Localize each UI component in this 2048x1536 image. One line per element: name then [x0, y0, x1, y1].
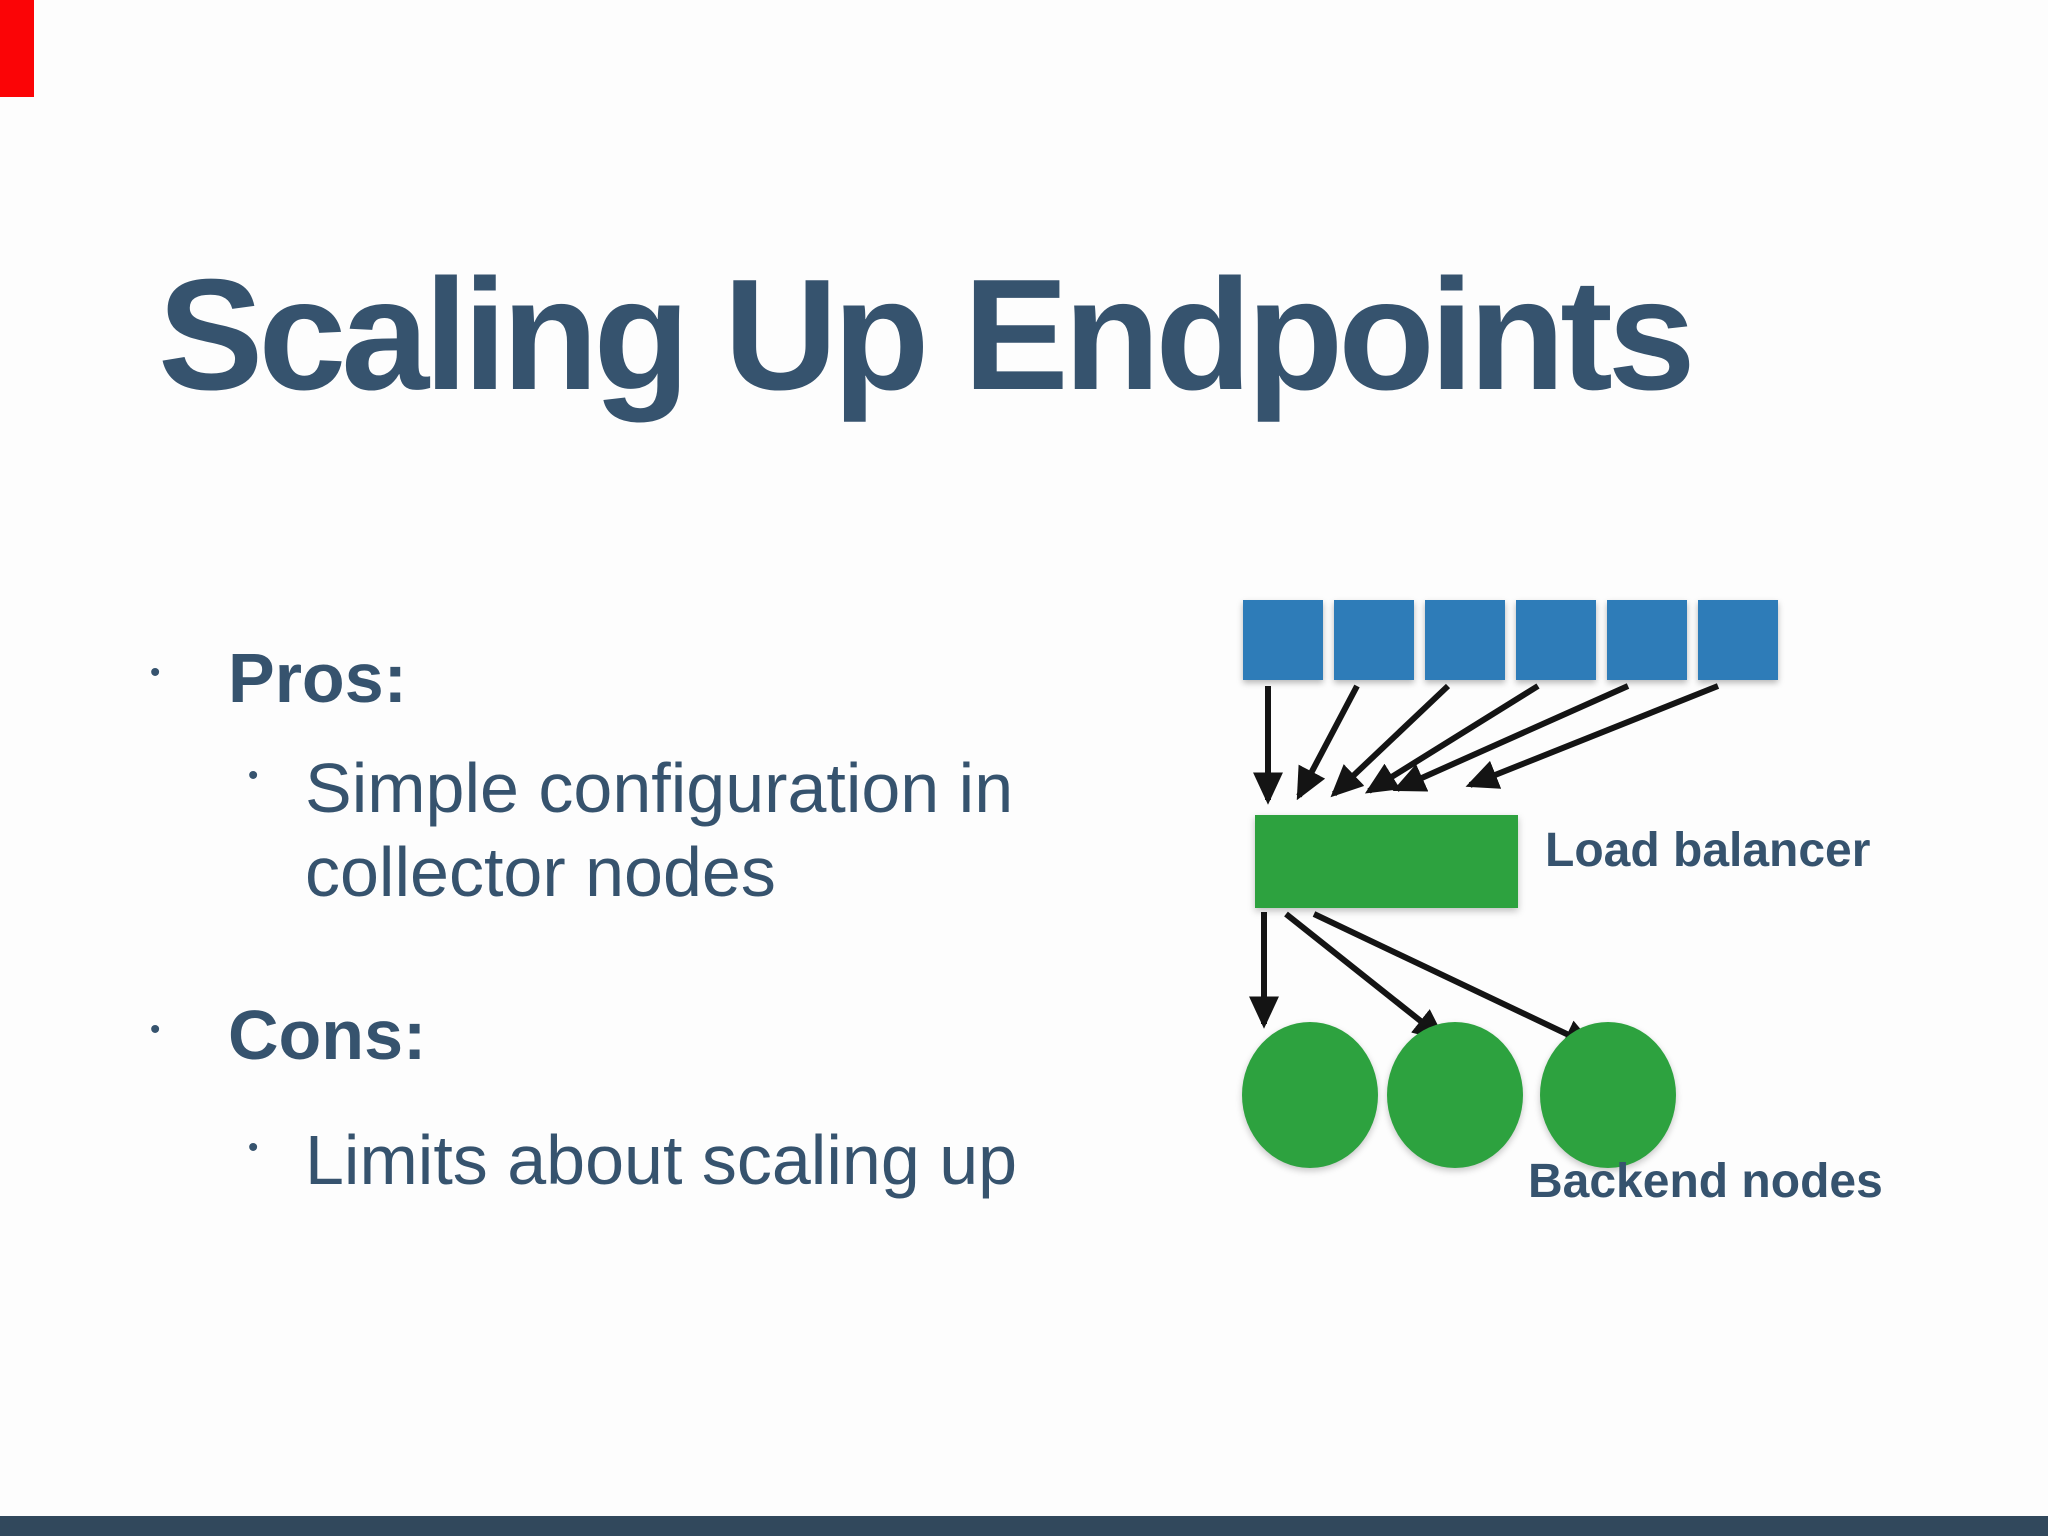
- bullet-dot-icon: •: [248, 759, 259, 793]
- bullet-cons-item: • Limits about scaling up: [248, 1118, 1017, 1202]
- bullet-cons: • Cons:: [150, 1000, 426, 1070]
- bullet-pros-label: Pros:: [228, 639, 407, 717]
- bullet-cons-label: Cons:: [228, 996, 427, 1074]
- load-balancer-label: Load balancer: [1545, 824, 1871, 877]
- client-square: [1607, 600, 1687, 680]
- bottom-accent-bar: [0, 1516, 2048, 1536]
- backend-node-circle: [1387, 1022, 1523, 1168]
- client-square: [1516, 600, 1596, 680]
- page-title: Scaling Up Endpoints: [158, 246, 1696, 423]
- backend-node-circle: [1242, 1022, 1378, 1168]
- bullet-pros-item-text: Simple configuration in collector nodes: [305, 749, 1014, 911]
- bullet-cons-item-text: Limits about scaling up: [305, 1121, 1018, 1199]
- load-balancer-box: [1255, 815, 1518, 908]
- bullet-pros-item: • Simple configuration in collector node…: [248, 746, 1035, 914]
- client-square: [1698, 600, 1778, 680]
- backend-node-circle: [1540, 1022, 1676, 1168]
- client-squares-row: [1243, 600, 1778, 680]
- bullet-dot-icon: •: [248, 1131, 259, 1165]
- top-left-red-marker: [0, 0, 34, 97]
- client-square: [1243, 600, 1323, 680]
- bullet-dot-icon: •: [150, 656, 161, 690]
- bullet-dot-icon: •: [150, 1013, 161, 1047]
- client-square: [1334, 600, 1414, 680]
- bullet-pros: • Pros:: [150, 643, 407, 713]
- client-square: [1425, 600, 1505, 680]
- backend-nodes-label: Backend nodes: [1528, 1155, 1883, 1208]
